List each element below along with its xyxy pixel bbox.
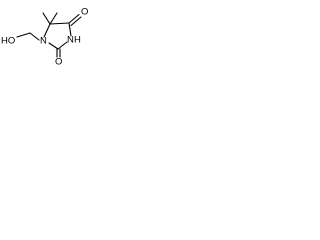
carbonyl-bond-4b [70,16,82,27]
ring-bond-c5-c4 [49,22,70,25]
carbonyl-oxygen-4-label: O [81,7,88,18]
chemical-structure: HO N N H O O [1,7,88,68]
carbonyl-oxygen-2-label: O [55,57,62,68]
ring-bond-c5-n1 [43,23,51,38]
carbonyl-bond-4a [68,13,80,24]
ring-bond-c2-n3 [57,41,68,50]
hydroxyl-label: HO [1,36,15,47]
ring-bond-n3-c4 [68,22,72,37]
methyl-bond-1 [42,12,51,25]
nitrogen-3-label: N [67,35,74,46]
chain-bond-n1-ch2 [29,32,40,41]
methyl-bond-2 [49,12,58,25]
nitrogen-1-label: N [40,36,47,47]
imide-hydrogen-label: H [74,35,81,46]
ring-bond-n1-c2 [48,42,59,50]
chain-bond-ch2-oh [16,32,31,38]
